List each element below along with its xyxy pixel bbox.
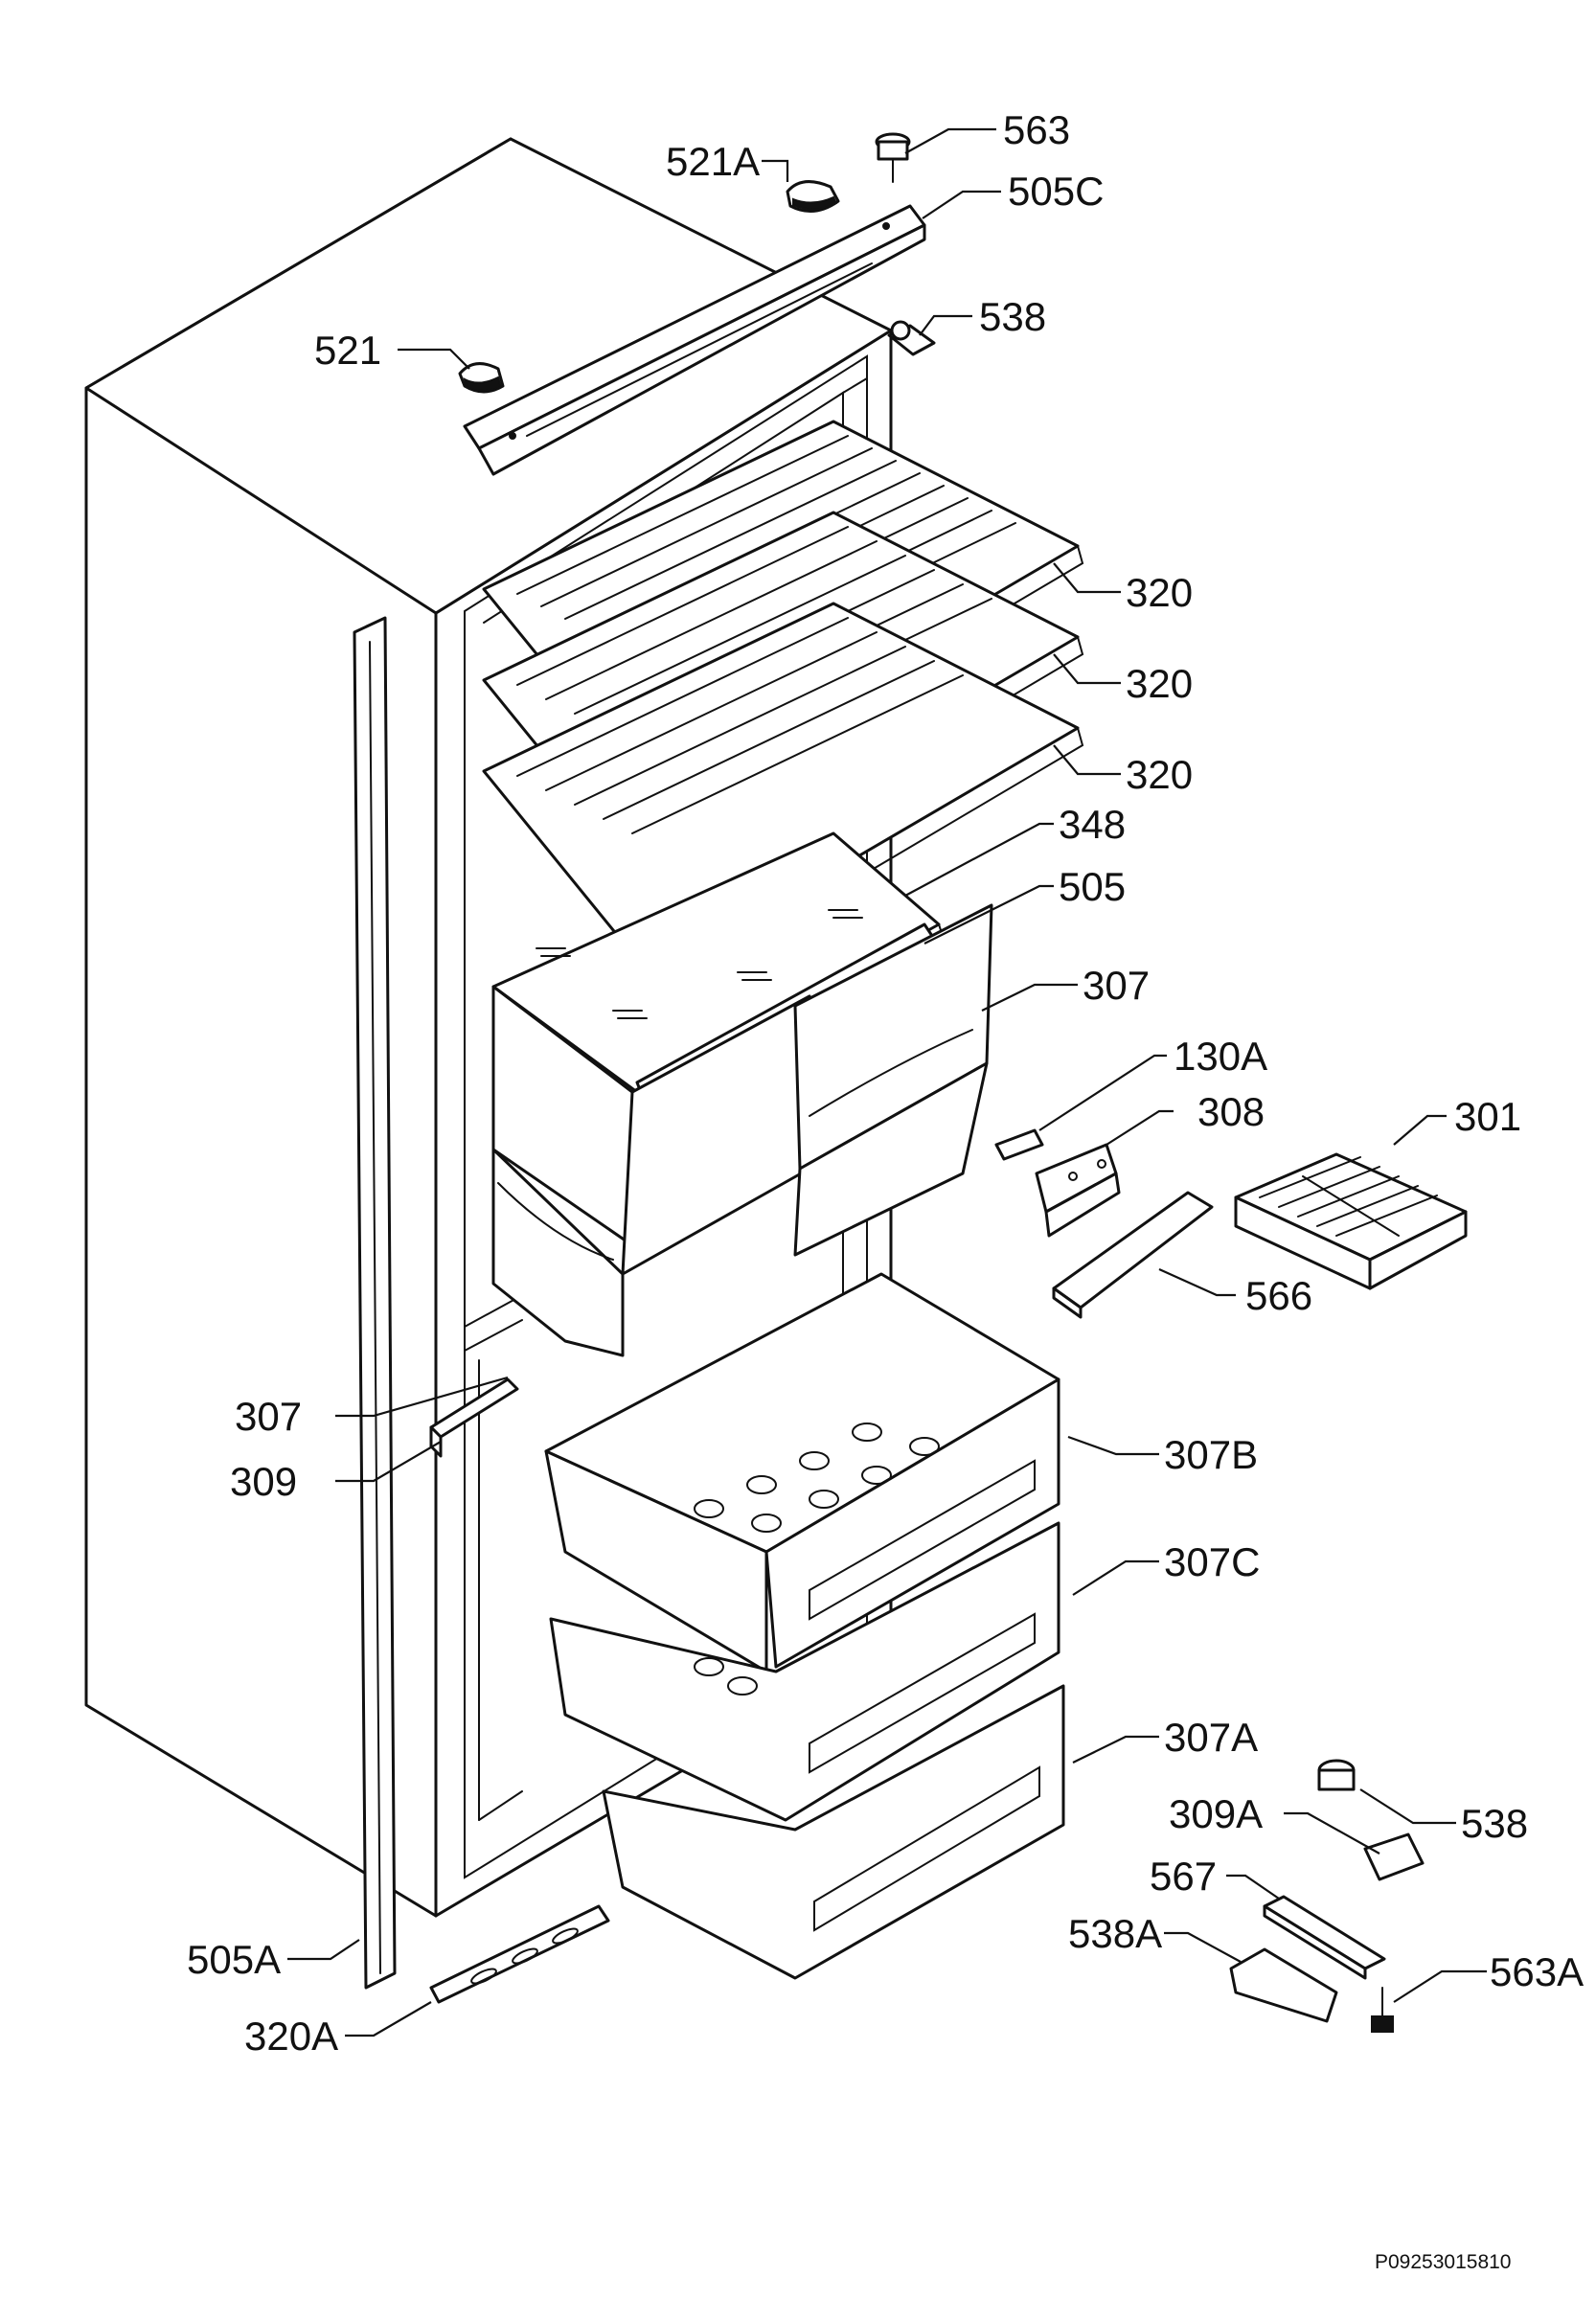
label-567: 567 xyxy=(1150,1854,1217,1899)
label-307C: 307C xyxy=(1164,1539,1260,1584)
document-code: P09253015810 xyxy=(1375,2251,1511,2273)
label-309: 309 xyxy=(230,1459,297,1504)
glass-shelf-320-3 xyxy=(482,602,1084,996)
hinge-308 xyxy=(1035,1143,1121,1238)
label-563-top: 563 xyxy=(1003,107,1070,152)
crisper-drawer-307-right xyxy=(793,903,993,1257)
label-307-right: 307 xyxy=(1083,963,1150,1008)
label-308: 308 xyxy=(1197,1089,1265,1134)
label-538A: 538A xyxy=(1068,1911,1162,1956)
label-307A: 307A xyxy=(1164,1715,1258,1760)
label-505: 505 xyxy=(1059,864,1126,909)
leader-lines xyxy=(287,127,1487,2037)
freezer-basket-307C xyxy=(549,1521,1060,1822)
label-320-2: 320 xyxy=(1126,661,1193,706)
rail-320A xyxy=(429,1904,610,2004)
bracket-567 xyxy=(1263,1895,1386,1980)
hinge-pin-563 xyxy=(875,132,911,183)
label-521: 521 xyxy=(314,328,381,373)
ice-tray-301 xyxy=(1234,1152,1468,1290)
label-130A: 130A xyxy=(1174,1034,1267,1079)
hinge-cap-521 xyxy=(458,362,505,394)
bracket-130A xyxy=(994,1128,1044,1161)
hinge-pin-563A xyxy=(1371,1987,1394,2033)
crisper-drawer-307-left xyxy=(491,985,811,1357)
scraper-566 xyxy=(1052,1191,1214,1319)
label-538-top: 538 xyxy=(979,294,1046,339)
label-566: 566 xyxy=(1245,1273,1312,1318)
label-307B: 307B xyxy=(1164,1432,1258,1477)
cover-309A xyxy=(1363,1832,1425,1881)
label-301: 301 xyxy=(1454,1094,1521,1139)
clip-309 xyxy=(429,1377,519,1458)
label-505C: 505C xyxy=(1008,169,1104,214)
label-320-1: 320 xyxy=(1126,570,1193,615)
label-348: 348 xyxy=(1059,802,1126,847)
label-320-3: 320 xyxy=(1126,752,1193,797)
label-563A: 563A xyxy=(1490,1949,1584,1994)
door-seal-strip-505A xyxy=(353,616,397,1990)
label-505A: 505A xyxy=(187,1937,281,1982)
label-521A: 521A xyxy=(666,139,760,184)
freezer-basket-307A xyxy=(602,1684,1065,1980)
hinge-block-538-top xyxy=(887,320,936,356)
hinge-cap-521A xyxy=(786,180,840,213)
hinge-block-538-bottom xyxy=(1317,1759,1356,1791)
label-307-left: 307 xyxy=(235,1394,302,1439)
label-320A: 320A xyxy=(244,2014,338,2059)
label-309A: 309A xyxy=(1169,1791,1263,1836)
hinge-538A xyxy=(1229,1947,1338,2023)
top-hinge-bar-505C xyxy=(463,204,926,476)
callout-labels: 563 521A 505C 521 538 320 320 320 348 50… xyxy=(187,107,1584,2059)
freezer-basket-307B xyxy=(544,1272,1060,1673)
label-538-bottom: 538 xyxy=(1461,1801,1528,1846)
